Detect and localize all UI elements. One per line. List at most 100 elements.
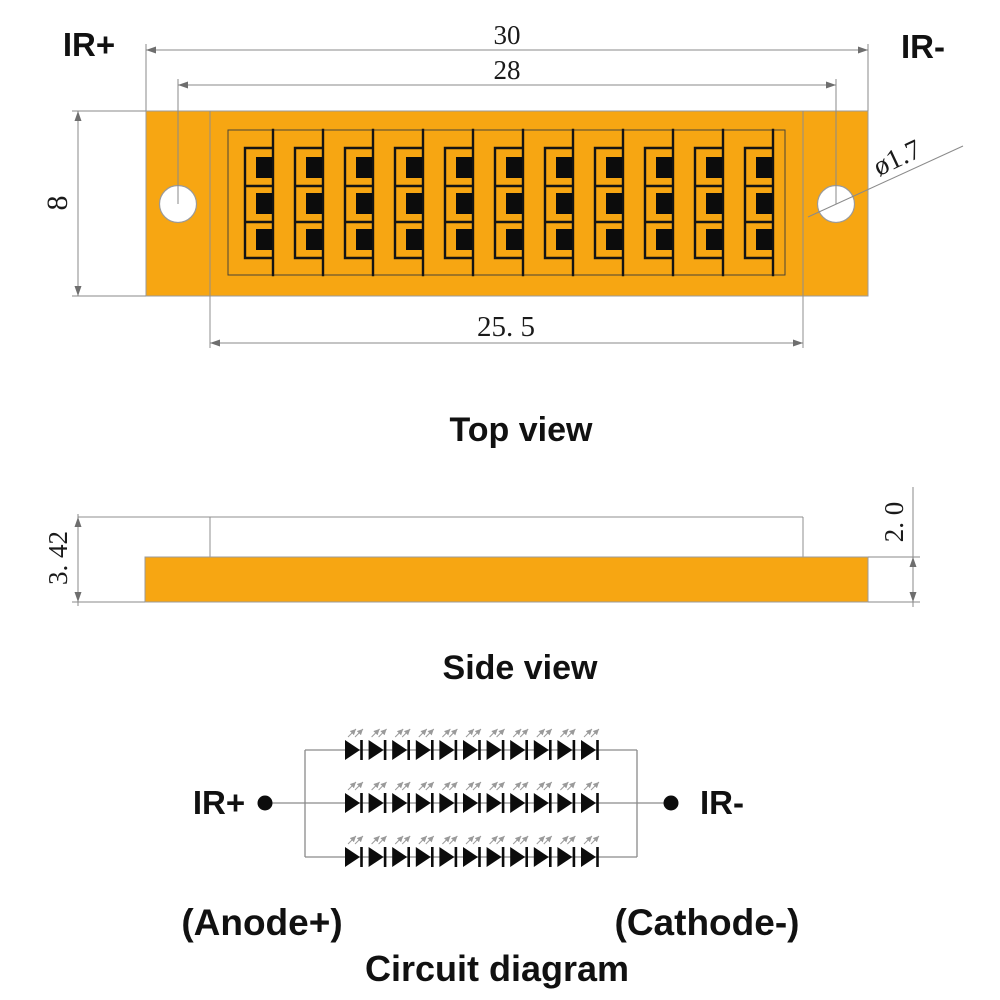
dim-board-height: 8 — [41, 110, 146, 297]
emission-arrow-icon — [378, 781, 387, 791]
emission-arrow-icon — [401, 835, 411, 845]
side-view: 3. 42 2. 0 Side view — [43, 487, 920, 687]
diode-icon — [557, 847, 573, 867]
led-column-trace — [593, 128, 625, 277]
emission-arrow-icon — [394, 781, 404, 791]
diode-icon — [345, 740, 360, 760]
led-chip — [606, 229, 622, 250]
diode-icon — [486, 740, 502, 760]
led-chip — [706, 193, 722, 214]
emission-arrow-icon — [472, 835, 482, 845]
diode-icon — [345, 793, 360, 813]
cathode-terminal-dot — [663, 795, 679, 811]
emission-arrow-icon — [442, 835, 451, 845]
emission-arrow-icon — [560, 728, 569, 738]
led-array — [243, 128, 775, 277]
diode-icon — [533, 793, 549, 813]
emission-arrow-icon — [519, 835, 529, 845]
led-chip — [456, 157, 472, 178]
led-column-trace — [543, 128, 575, 277]
diode-icon — [368, 740, 384, 760]
led-column-trace — [343, 128, 375, 277]
diode-icon — [392, 847, 408, 867]
diode-icon — [533, 847, 549, 867]
emission-arrow-icon — [512, 781, 522, 791]
led-chip — [556, 193, 572, 214]
led-area-outline — [227, 129, 786, 276]
emission-arrow-icon — [371, 835, 380, 845]
led-column-trace — [443, 128, 475, 277]
emission-arrow-icon — [543, 728, 553, 738]
emission-arrow-icon — [418, 781, 428, 791]
emission-arrow-icon — [347, 835, 357, 845]
led-chip — [756, 157, 772, 178]
led-chip — [256, 157, 272, 178]
led-chip — [556, 157, 572, 178]
pin-label-ir-minus-top: IR- — [901, 28, 945, 65]
led-chip — [706, 157, 722, 178]
led-chip — [656, 157, 672, 178]
led-chip — [456, 193, 472, 214]
diode-icon — [439, 793, 455, 813]
led-chip — [306, 229, 322, 250]
emission-arrow-icon — [567, 728, 576, 738]
top-view: 30 28 8 25. 5 ø1.7 IR+ IR- Top view — [41, 20, 964, 449]
diode-icon — [463, 740, 478, 760]
emission-arrow-icon — [567, 781, 576, 791]
pin-label-ir-minus-circuit: IR- — [700, 784, 744, 821]
circuit-diagram: IR+ IR- (Anode+) (Cathode-) Circuit diag… — [181, 728, 799, 989]
emission-arrow-icon — [489, 781, 498, 791]
diode-icon — [368, 793, 384, 813]
emission-arrow-icon — [489, 728, 498, 738]
diode-icon — [557, 740, 573, 760]
emission-arrow-icon — [512, 728, 522, 738]
emission-arrow-icon — [519, 781, 529, 791]
diode-icon — [439, 847, 455, 867]
emission-arrow-icon — [354, 728, 364, 738]
pin-label-ir-plus-top: IR+ — [63, 26, 115, 63]
emission-arrow-icon — [425, 781, 435, 791]
led-chip — [606, 157, 622, 178]
dim-text-28: 28 — [494, 55, 521, 85]
emission-arrow-icon — [590, 728, 600, 738]
diode-icon — [415, 740, 431, 760]
dim-total-height: 3. 42 — [43, 514, 145, 606]
diode-icon — [533, 740, 549, 760]
led-column-trace — [693, 128, 725, 277]
emission-arrow-icon — [347, 781, 357, 791]
led-chip — [406, 157, 422, 178]
dim-text-2-0: 2. 0 — [879, 502, 909, 543]
dim-text-3-42: 3. 42 — [43, 531, 73, 585]
emission-arrow-icon — [449, 781, 458, 791]
emission-arrow-icon — [567, 835, 576, 845]
emission-arrow-icon — [583, 728, 593, 738]
emission-arrow-icon — [347, 728, 357, 738]
emission-arrow-icon — [425, 728, 435, 738]
emission-arrow-icon — [590, 835, 600, 845]
emission-arrow-icon — [449, 728, 458, 738]
diode-icon — [486, 793, 502, 813]
emission-arrow-icon — [442, 728, 451, 738]
anode-terminal-dot — [257, 795, 273, 811]
emission-arrow-icon — [418, 835, 428, 845]
emission-arrow-icon — [425, 835, 435, 845]
led-chip — [356, 193, 372, 214]
diode-icon — [557, 793, 573, 813]
diode-icon — [392, 740, 408, 760]
diode-icon — [581, 740, 596, 760]
diode-strings — [345, 728, 600, 867]
anode-caption: (Anode+) — [181, 902, 342, 943]
dim-board-thickness: 2. 0 — [868, 487, 920, 607]
led-column-trace — [643, 128, 675, 277]
led-chip — [256, 229, 272, 250]
circuit-diagram-caption: Circuit diagram — [365, 948, 629, 989]
led-chip — [406, 193, 422, 214]
emission-arrow-icon — [465, 835, 475, 845]
side-view-caption: Side view — [443, 649, 599, 687]
emission-arrow-icon — [465, 781, 475, 791]
led-column-trace — [393, 128, 425, 277]
emission-arrow-icon — [442, 781, 451, 791]
emission-arrow-icon — [465, 728, 475, 738]
led-chip — [506, 157, 522, 178]
